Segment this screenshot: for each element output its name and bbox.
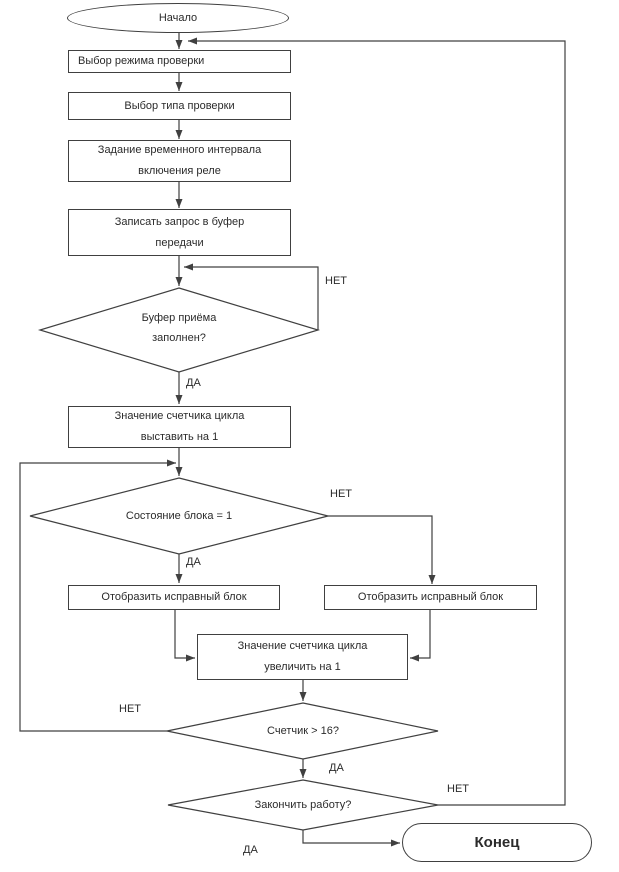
process-set-interval: Задание временного интервала включения р… [68, 140, 291, 182]
process-select-type: Выбор типа проверки [68, 92, 291, 120]
start-terminal: Начало [67, 3, 289, 33]
process-counter-set-1: Значение счетчика цикла выставить на 1 [68, 406, 291, 448]
edge-display-right-to-increment [410, 610, 431, 662]
process-display-block-left: Отобразить исправный блок [68, 585, 280, 610]
edge-label-counter-no: НЕТ [119, 703, 141, 715]
decision-block-state-shape [29, 477, 329, 555]
edge-counter-no-feedback [19, 459, 176, 732]
edge-finish-no-feedback [188, 37, 566, 806]
decision-counter-gt-16-shape [166, 702, 439, 760]
end-terminal: Конец [402, 823, 592, 862]
decision-rx-buffer-full-shape [37, 287, 321, 373]
edge-label-block-state-no: НЕТ [330, 488, 352, 500]
decision-finish-work-shape [167, 779, 439, 831]
edge-label-counter-yes: ДА [329, 762, 344, 774]
edge-label-finish-yes: ДА [243, 844, 258, 856]
edge-label-rx-buffer-no: НЕТ [325, 275, 347, 287]
edge-display-left-to-increment [174, 610, 195, 662]
edge-rx-buffer-no-feedback [184, 263, 319, 330]
edge-label-block-state-yes: ДА [186, 556, 201, 568]
edge-label-rx-buffer-yes: ДА [186, 377, 201, 389]
process-write-request: Записать запрос в буфер передачи [68, 209, 291, 256]
process-counter-increment: Значение счетчика цикла увеличить на 1 [197, 634, 408, 680]
edge-label-finish-no: НЕТ [447, 783, 469, 795]
process-select-mode: Выбор режима проверки [68, 50, 291, 73]
edge-finish-yes [302, 830, 400, 847]
edge-block-state-no [328, 515, 436, 584]
process-display-block-right: Отобразить исправный блок [324, 585, 537, 610]
